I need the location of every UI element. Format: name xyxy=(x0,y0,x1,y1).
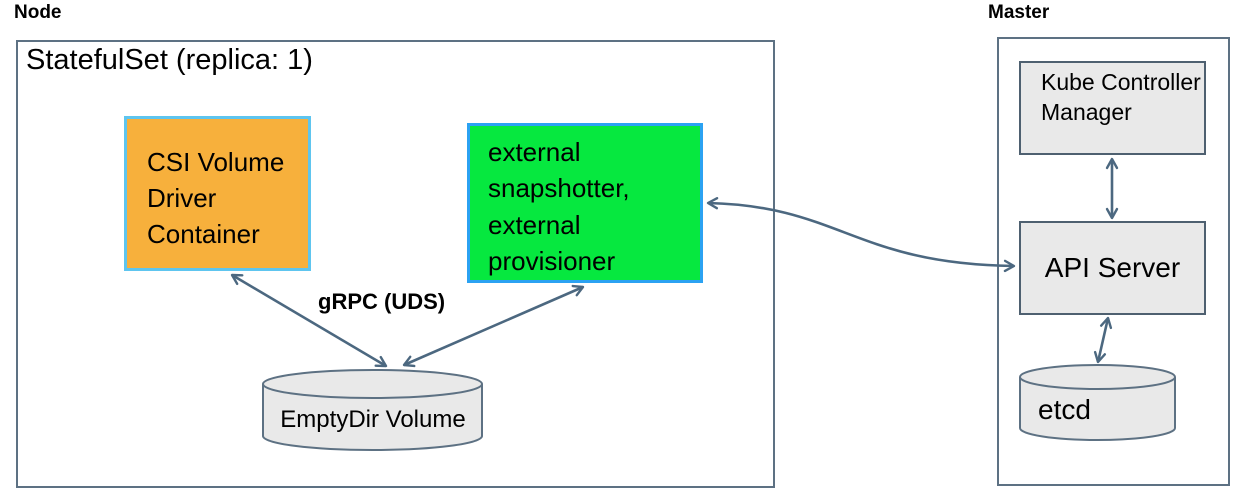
grpc-uds-label: gRPC (UDS) xyxy=(318,289,446,314)
kube-controller-manager-label: Kube Controller Manager xyxy=(1041,69,1201,126)
emptydir-volume-label: EmptyDir Volume xyxy=(280,406,466,433)
external-sidecars-box: external snapshotter, external provision… xyxy=(467,123,703,283)
api-server-box: API Server xyxy=(1019,221,1206,315)
statefulset-label: StatefulSet (replica: 1) xyxy=(26,44,313,76)
etcd-cylinder-icon xyxy=(1019,364,1176,441)
master-label: Master xyxy=(988,2,1050,23)
kube-controller-manager-box: Kube Controller Manager xyxy=(1019,61,1206,155)
emptydir-cylinder-icon xyxy=(262,369,483,451)
csi-volume-driver-label: CSI Volume Driver Container xyxy=(147,147,285,249)
grpc-arrow-sidecars-emptydir xyxy=(402,284,585,368)
node-label: Node xyxy=(14,2,62,23)
arrow-sidecars-api-server xyxy=(706,197,1016,273)
external-sidecars-label: external snapshotter, external provision… xyxy=(488,137,630,277)
csi-volume-driver-box: CSI Volume Driver Container xyxy=(124,116,311,271)
etcd-label: etcd xyxy=(1038,394,1091,425)
grpc-arrow-csi-emptydir xyxy=(230,273,388,368)
arrow-api-server-etcd xyxy=(1093,316,1113,364)
api-server-label: API Server xyxy=(1044,252,1181,283)
